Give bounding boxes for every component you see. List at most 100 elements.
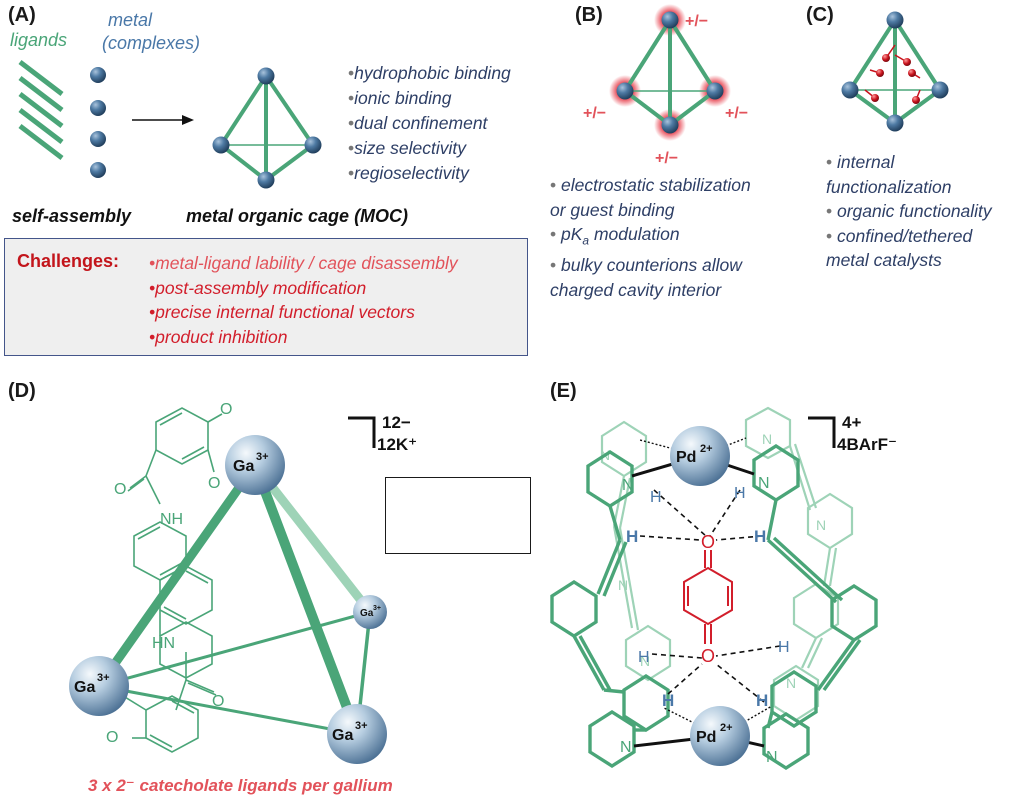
hydrogen-bonds (639, 489, 781, 703)
n-label: N (622, 477, 634, 494)
ga-charge: 3+ (256, 451, 269, 463)
h-label: H (650, 489, 662, 506)
hn-label: HN (152, 635, 175, 652)
n-label: N (640, 653, 650, 669)
h-label: H (778, 639, 790, 656)
panel-c-graphic (841, 11, 949, 132)
challenge-item: product inhibition (149, 325, 458, 350)
charge-label: 12− (382, 413, 411, 432)
challenge-item: post-assembly modification (149, 276, 458, 301)
o-label: O (114, 481, 126, 498)
ga-charge: 3+ (373, 605, 381, 612)
h-label: H (756, 691, 768, 710)
gallium-caption: 3 x 2⁻ catecholate ligands per gallium (88, 776, 393, 795)
feature-item: dual confinement (348, 111, 511, 136)
h-label: H (626, 527, 638, 546)
note-subscript: a (582, 233, 590, 248)
charge-label: +/− (655, 150, 678, 167)
n-label: N (816, 517, 826, 533)
note-text: pK (561, 224, 583, 244)
ga-charge: 3+ (355, 720, 368, 732)
internal-groups (864, 44, 921, 104)
note-text: confined/tethered (837, 225, 973, 246)
challenges-box: Challenges: metal-ligand lability / cage… (4, 238, 528, 356)
panel-e-graphic: 4+ 4BArF⁻ N N N N N N (550, 406, 897, 771)
h-label: H (734, 485, 746, 502)
panel-c-notes: • internal functionalization • organic f… (826, 150, 992, 273)
ga-sphere-right: Ga 3+ (353, 595, 387, 629)
moc-label: metal organic cage (MOC) (186, 206, 409, 226)
note-text: modulation (589, 224, 680, 244)
ga-sphere-left: Ga 3+ (69, 656, 129, 716)
pd-charge: 2+ (700, 443, 713, 455)
panel-a-label: (A) (8, 4, 36, 26)
ligands-label: ligands (10, 30, 68, 50)
note-text: internal (837, 152, 895, 172)
ligand-strips (18, 60, 64, 160)
metal-spheres (90, 67, 106, 178)
n-label: N (762, 431, 772, 447)
feature-item: regioselectivity (348, 161, 511, 186)
panel-c-label: (C) (806, 4, 834, 26)
panel-a-features: hydrophobic binding ionic binding dual c… (348, 61, 511, 186)
self-assembly-label: self-assembly (12, 206, 132, 226)
pd-label: Pd (696, 729, 716, 746)
arrow (132, 115, 194, 125)
ga-label: Ga (360, 608, 374, 619)
ga-charge: 3+ (97, 672, 110, 684)
h-label: H (754, 527, 766, 546)
o-label: O (220, 401, 232, 418)
benzoquinone (683, 550, 733, 644)
n-label: N (618, 577, 628, 593)
front-ligand-framework (550, 443, 878, 771)
challenges-list: metal-ligand lability / cage disassembly… (149, 251, 458, 349)
n-label: N (766, 749, 778, 766)
h-label: H (662, 691, 674, 710)
note-text: metal catalysts (826, 250, 942, 270)
charge-label: 4+ (842, 413, 861, 432)
ga-label: Ga (332, 727, 353, 744)
panel-d-label: (D) (8, 380, 36, 402)
n-label: N (758, 475, 770, 492)
o-label: O (701, 532, 715, 552)
challenge-item: precise internal functional vectors (149, 300, 458, 325)
o-label: O (212, 693, 224, 710)
panel-b-label: (B) (575, 4, 603, 26)
note-text: functionalization (826, 176, 952, 197)
note-text: or guest binding (550, 199, 675, 220)
pd-sphere-bottom: Pd 2+ (690, 706, 750, 766)
ga-sphere-top: Ga 3+ (225, 435, 285, 495)
n-label: N (620, 739, 632, 756)
note-text: organic functionality (837, 201, 992, 221)
charge-label: +/− (725, 105, 748, 122)
n-label: N (786, 675, 796, 691)
o-label: O (701, 646, 715, 666)
ga-label: Ga (233, 458, 254, 475)
pd-label: Pd (676, 449, 696, 466)
feature-item: size selectivity (348, 136, 511, 161)
polarization-organization-box (385, 477, 531, 554)
ga-sphere-bottom: Ga 3+ (327, 704, 387, 764)
charge-label: +/− (685, 13, 708, 30)
note-text: bulky counterions allow (561, 255, 742, 275)
panel-b-graphic: +/− +/− +/− +/− (583, 4, 748, 167)
panel-d-graphic: 12− 12K⁺ O O O NH HN O O (69, 401, 417, 764)
panel-b-notes: • electrostatic stabilization or guest b… (550, 173, 751, 302)
counterion-label: 4BArF⁻ (837, 435, 897, 454)
pd-sphere-top: Pd 2+ (670, 426, 730, 486)
challenges-title: Challenges: (17, 251, 120, 271)
moc-tetrahedron (219, 74, 315, 182)
metal-label-line1: metal (108, 10, 153, 30)
panel-a-graphic (18, 60, 322, 189)
pd-charge: 2+ (720, 722, 733, 734)
feature-item: hydrophobic binding (348, 61, 511, 86)
charge-label: +/− (583, 105, 606, 122)
feature-item: ionic binding (348, 86, 511, 111)
note-text: charged cavity interior (550, 279, 722, 300)
metal-label-line2: (complexes) (102, 33, 201, 53)
cage-edges (94, 460, 375, 739)
challenge-item: metal-ligand lability / cage disassembly (149, 251, 458, 276)
note-text: electrostatic stabilization (561, 175, 751, 195)
ga-label: Ga (74, 679, 95, 696)
o-label: O (208, 475, 220, 492)
